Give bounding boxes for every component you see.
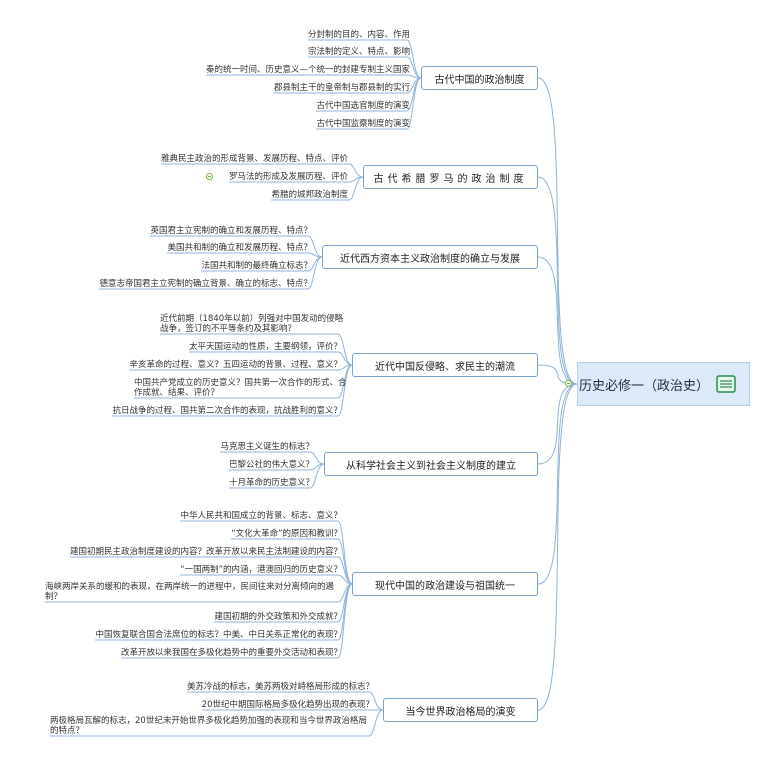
list-item: 法国共和制的最终确立标志？ — [201, 261, 312, 271]
leaf-connector — [220, 451, 325, 465]
list-item: 20世纪中期国际格局多极化趋势出现的表现？ — [201, 700, 374, 710]
list-item: 中国共产党成立的历史意义？国共第一次合作的形式、合作成就、结果、评价？ — [134, 378, 347, 398]
leaf-connector — [167, 252, 323, 258]
leaf-connector — [70, 556, 353, 585]
leaf-connector — [229, 463, 325, 489]
list-item: 英国君主立宪制的确立和发展历程、特点？ — [150, 226, 312, 236]
branch-scientific-socialism[interactable]: 从科学社会主义到社会主义制度的建立 — [324, 452, 538, 476]
branch-connector — [537, 256, 578, 385]
branch-world-politics[interactable]: 当今世界政治格局的演变 — [383, 698, 538, 722]
branch-collapse-icon[interactable] — [206, 173, 213, 180]
leaf-connector — [271, 176, 364, 201]
leaf-connector — [121, 583, 353, 659]
leaf-connector — [231, 538, 353, 585]
list-item: 两极格局瓦解的标志，20世纪末开始世界多极化趋势加强的表现和当今世界政治格局的特… — [50, 716, 367, 736]
book-icon — [716, 375, 736, 393]
leaf-connector — [150, 235, 323, 258]
root-topic[interactable]: 历史必修一（政治史） — [577, 362, 750, 406]
leaf-connector — [189, 351, 353, 366]
list-item: 辛亥革命的过程、意义？五四运动的背景、过程、意义？ — [129, 360, 342, 370]
list-item: 罗马法的形成及发展历程、评价 — [228, 172, 348, 182]
list-item: “一国两制”的内涵，港澳回归的历史意义？ — [180, 565, 342, 575]
list-item: 希腊的城邦政治制度 — [271, 190, 348, 200]
leaf-connector — [308, 39, 422, 79]
leaf-connector — [160, 333, 353, 366]
list-item: 抗日战争的过程、国共第二次合作的表现，抗战胜利的意义？ — [112, 406, 342, 416]
list-item: 雅典民主政治的形成背景、发展历程、特点、评价 — [160, 154, 348, 164]
list-item: 古代中国监察制度的演变 — [316, 119, 410, 129]
list-item: 十月革命的历史意义？ — [228, 478, 314, 488]
leaf-connector — [129, 364, 353, 371]
branch-western-capitalism[interactable]: 近代西方资本主义政治制度的确立与发展 — [322, 245, 538, 269]
root-title: 历史必修一（政治史） — [578, 378, 709, 394]
list-item: 郡县制主干的皇帝制与郡县制的实行 — [273, 83, 410, 93]
list-item: 宗法制的定义、特点、影响 — [307, 47, 410, 57]
branch-modern-china-struggle[interactable]: 近代中国反侵略、求民主的潮流 — [352, 353, 538, 377]
leaf-connector — [206, 74, 422, 79]
list-item: 太平天国运动的性质，主要纲领，评价？ — [188, 342, 342, 352]
list-item: 改革开放以来我国在多极化趋势中的重要外交活动和表现？ — [120, 648, 342, 658]
leaf-connector — [308, 56, 422, 79]
branch-connector — [537, 77, 578, 385]
list-item: 建国初期民主政治制度建设的内容？改革开放以来民主法制建设的内容？ — [69, 547, 342, 557]
list-item: 美苏冷战的标志，美苏两极对峙格局形成的标志？ — [186, 682, 374, 692]
leaf-connector — [180, 574, 353, 585]
list-item: 中国恢复联合国合法席位的标志？中美、中日关系正常化的表现？ — [95, 630, 342, 640]
list-item: 分封制的目的、内容、作用 — [307, 30, 410, 40]
list-item: 海峡两岸关系的缓和的表现，在两岸统一的进程中，民间往来对分离倾向的遏制？ — [45, 582, 335, 602]
root-collapse-icon[interactable] — [565, 380, 572, 387]
branch-connector — [537, 383, 578, 465]
branch-contemporary-china[interactable]: 现代中国的政治建设与祖国统一 — [352, 572, 538, 596]
leaf-connector — [316, 77, 422, 130]
list-item: “文化大革命”的原因和教训？ — [231, 529, 342, 539]
list-item: 巴黎公社的伟大意义？ — [228, 460, 314, 470]
list-item: 马克思主义诞生的标志？ — [220, 442, 314, 452]
list-item: 德意志帝国君主立宪制的确立背景、确立的标志、特点？ — [99, 279, 312, 289]
list-item: 秦的统一时间、历史意义—个统一的封建专制主义国家 — [205, 65, 410, 75]
list-item: 近代前期（1840年以前）列强对中国发动的侵略战争，签订的不平等条约及其影响？ — [160, 314, 344, 334]
branch-connector — [537, 383, 578, 585]
branch-ancient-china[interactable]: 古代中国的政治制度 — [421, 66, 538, 90]
leaf-connector — [161, 163, 364, 178]
leaf-connector — [187, 691, 384, 711]
leaf-connector — [50, 709, 384, 737]
list-item: 中华人民共和国成立的背景、标志、意义？ — [180, 511, 342, 521]
list-item: 建国初期的外交政策和外交成就？ — [214, 612, 342, 622]
list-item: 古代中国选官制度的演变 — [316, 101, 410, 111]
branch-connector — [537, 383, 578, 711]
branch-greece-rome[interactable]: 古代希腊罗马的政治制度 — [363, 165, 538, 189]
leaf-connector — [112, 364, 353, 417]
leaf-connector — [99, 256, 323, 290]
list-item: 美国共和制的确立和发展历程、特点？ — [167, 243, 312, 253]
branch-connector — [537, 176, 578, 385]
